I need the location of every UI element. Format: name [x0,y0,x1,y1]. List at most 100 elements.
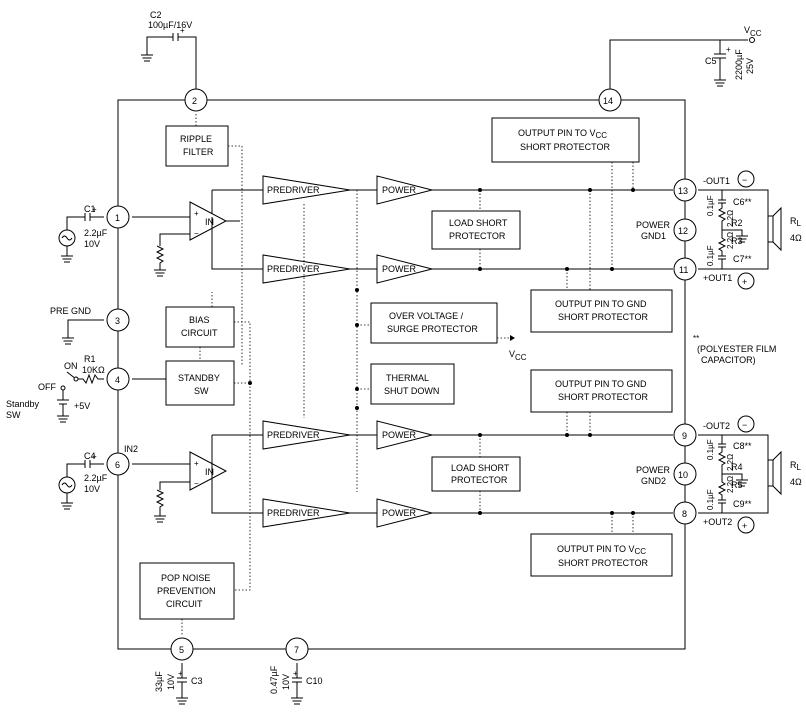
svg-text:+: + [180,26,185,35]
svg-text:1: 1 [115,213,120,223]
svg-text:7: 7 [294,645,299,655]
input-amp-2 [189,451,228,491]
svg-text:+: + [92,205,97,214]
svg-text:OUTPUT PIN TO GND: OUTPUT PIN TO GND [555,299,647,309]
svg-text:STANDBY: STANDBY [178,373,220,383]
svg-text:−: − [194,479,199,488]
svg-text:+: + [742,277,747,287]
svg-text:GND2: GND2 [641,476,666,486]
svg-text:0.47µF: 0.47µF [269,665,279,694]
over-voltage-protector-block: OVER VOLTAGE / SURGE PROTECTOR [370,302,498,344]
svg-text:OUTPUT PIN TO GND: OUTPUT PIN TO GND [555,379,647,389]
svg-text:2.2Ω: 2.2Ω [726,476,735,493]
svg-text:R3: R3 [731,236,743,246]
svg-text:C1: C1 [84,204,96,214]
svg-text:POWER: POWER [636,465,671,475]
circle-minus-2: − [737,415,755,433]
svg-text:ON: ON [64,361,78,371]
svg-text:2.2µF: 2.2µF [84,473,108,483]
svg-text:+5V: +5V [74,401,90,411]
svg-text:33µF: 33µF [154,671,164,692]
svg-text:CIRCUIT: CIRCUIT [181,328,218,338]
standby-switch-circuit: R1 10KΩ ON OFF +5V Standby SW [6,354,105,423]
svg-text:RL: RL [790,216,802,228]
c5-value: 2200µF [734,49,744,80]
svg-text:Standby: Standby [6,399,40,409]
svg-text:10V: 10V [84,484,100,494]
svg-text:POWER: POWER [382,508,417,518]
svg-text:0.1µF: 0.1µF [706,195,715,216]
predriver-1a [262,175,351,205]
svg-text:CAPACITOR): CAPACITOR) [701,355,756,365]
svg-text:PREVENTION: PREVENTION [157,586,216,596]
svg-text:2.2µF: 2.2µF [84,228,108,238]
svg-text:PROTECTOR: PROTECTOR [451,475,508,485]
svg-text:+: + [178,669,183,678]
svg-text:RL: RL [790,460,802,472]
svg-text:5: 5 [179,645,184,655]
svg-text:SURGE PROTECTOR: SURGE PROTECTOR [387,324,478,334]
svg-text:14: 14 [603,96,613,106]
svg-text:RIPPLE: RIPPLE [180,134,212,144]
pin-8: 8 [673,501,697,525]
output-gnd-protector-2: OUTPUT PIN TO GND SHORT PROTECTOR [530,369,673,413]
svg-text:2.2Ω: 2.2Ω [726,232,735,249]
svg-text:+: + [194,209,199,218]
svg-text:9: 9 [682,431,687,441]
svg-text:CIRCUIT: CIRCUIT [166,599,203,609]
svg-text:C3: C3 [191,676,203,686]
channel-2-signal-path: + − IN PREDRIVER POWER PREDRIVER POWER [132,420,673,528]
svg-text:PREDRIVER: PREDRIVER [267,430,320,440]
c2-ripple-capacitor: + C2 100µF/16V [141,10,197,100]
pin-9: 9 [673,423,697,447]
ripple-filter-block: RIPPLE FILTER [165,125,229,167]
output-vcc-protector-1: OUTPUT PIN TO VCC SHORT PROTECTOR [491,117,640,163]
pin-7: 7 [285,637,309,661]
svg-text:IN2: IN2 [124,444,138,454]
c3-capacitor: + C3 33µF 10V [154,663,203,705]
svg-text:OVER VOLTAGE /: OVER VOLTAGE / [389,311,464,321]
svg-text:-OUT1: -OUT1 [703,176,730,186]
svg-text:4Ω: 4Ω [790,233,802,243]
svg-text:+: + [293,669,298,678]
circle-plus-2: + [737,516,755,534]
svg-text:10V: 10V [84,239,100,249]
channel-1-signal-path: + − IN PREDRIVER POWER PREDRIVER POWER [132,175,673,284]
svg-text:THERMAL: THERMAL [386,373,429,383]
bias-circuit-block: BIAS CIRCUIT [165,306,235,348]
pin-5: 5 [170,637,194,661]
svg-text:R4: R4 [731,462,743,472]
svg-text:OUTPUT PIN TO VCC: OUTPUT PIN TO VCC [518,128,607,140]
svg-text:BIAS: BIAS [189,315,210,325]
svg-text:4: 4 [115,375,120,385]
svg-text:13: 13 [678,186,688,196]
svg-text:−: − [742,420,747,430]
thermal-shutdown-block: THERMAL SHUT DOWN [370,363,455,405]
svg-text:POP NOISE: POP NOISE [161,573,210,583]
svg-text:+: + [194,459,199,468]
predriver-2b [262,498,351,528]
svg-text:PRE GND: PRE GND [50,306,92,316]
c5-voltage: 25V [745,58,755,74]
pin-11: 11 [673,257,697,281]
svg-text:C6**: C6** [733,197,752,207]
pin-12: 12 [673,218,697,242]
pop-noise-prevention-block: POP NOISE PREVENTION CIRCUIT [139,562,235,620]
svg-text:+: + [726,45,731,54]
vcc-top-label: VCC [744,25,762,38]
svg-text:0.1µF: 0.1µF [706,245,715,266]
load-short-protector-1: LOAD SHORT PROTECTOR [431,210,521,250]
svg-text:IN: IN [205,217,214,227]
standby-switch-block: STANDBY SW [165,360,235,406]
svg-text:−: − [742,175,747,185]
svg-text:+: + [92,452,97,461]
input-amp-1 [189,201,228,241]
svg-text:10: 10 [678,470,688,480]
predriver-2a [262,420,351,450]
output-gnd-protector-1: OUTPUT PIN TO GND SHORT PROTECTOR [530,289,673,333]
pin-4: 4 [106,367,130,391]
svg-text:3: 3 [115,316,120,326]
svg-text:R5: R5 [731,480,743,490]
svg-text:2: 2 [192,96,197,106]
c2-value: 100µF/16V [148,20,192,30]
